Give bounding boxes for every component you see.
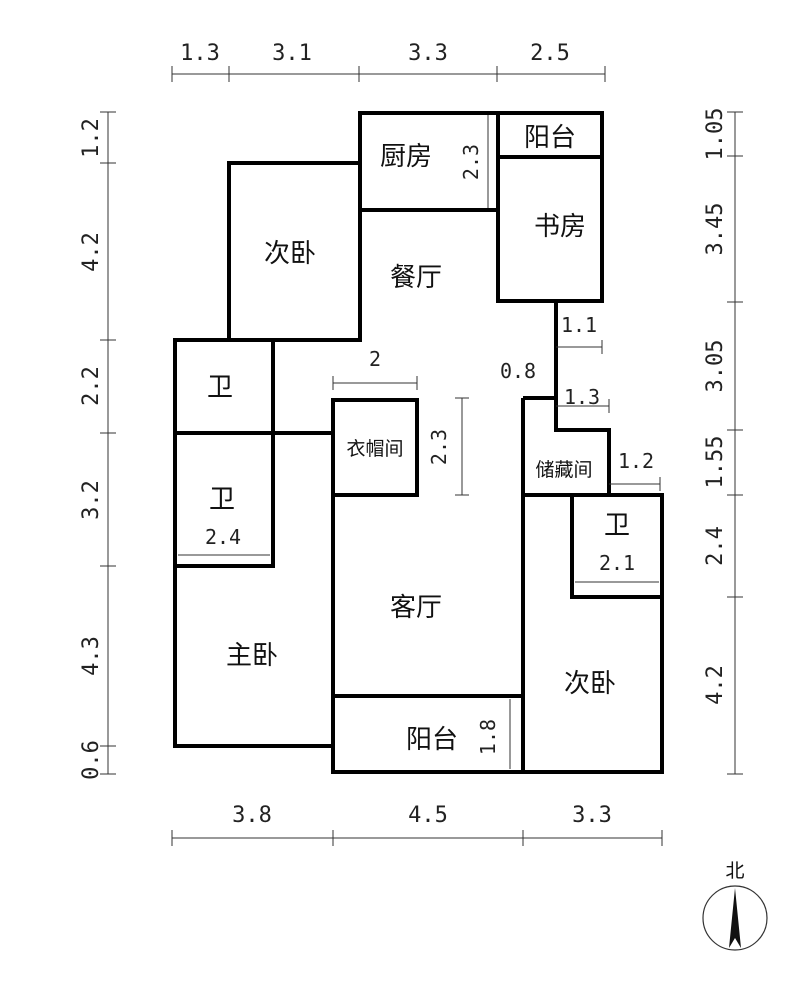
dim-right-2: 3.45 <box>703 203 728 256</box>
bath-right-label: 卫 <box>604 511 630 541</box>
study-wall <box>496 155 604 303</box>
dim-offset-0-8: 0.8 <box>500 359 536 383</box>
dim-kitchen-height: 2.3 <box>459 144 483 180</box>
room-labels: 厨房 阳台 书房 次卧 餐厅 卫 卫 衣帽间 储藏间 卫 主卧 客厅 次卧 阳台 <box>207 123 630 755</box>
dim-left-4: 3.2 <box>79 480 104 520</box>
dim-bottom-2: 4.5 <box>408 803 448 828</box>
kitchen-label: 厨房 <box>380 142 432 172</box>
living-room-wall <box>331 398 525 774</box>
living-room-label: 客厅 <box>390 593 442 623</box>
dim-top-3: 3.3 <box>408 41 448 66</box>
master-bedroom-label: 主卧 <box>226 641 278 671</box>
dim-bath-lower-width: 2.4 <box>205 525 241 549</box>
dim-corridor-width: 2 <box>369 347 381 371</box>
left-dimension-line: 1.2 4.2 2.2 3.2 4.3 0.6 <box>79 111 116 780</box>
bath-lower-label: 卫 <box>209 485 235 515</box>
top-dimension-line: 1.3 3.1 3.3 2.5 <box>171 41 606 82</box>
dim-right-4: 1.55 <box>703 436 728 489</box>
dim-left-1: 1.2 <box>79 118 104 158</box>
balcony-bottom-label: 阳台 <box>406 725 458 755</box>
second-bedroom-top-wall <box>227 161 362 342</box>
dim-bottom-3: 3.3 <box>572 803 612 828</box>
master-bedroom-wall <box>173 433 335 748</box>
dim-balcony-bottom-height: 1.8 <box>476 719 500 755</box>
right-outer-wall <box>523 302 558 400</box>
bath-right-wall <box>570 493 664 599</box>
compass: 北 <box>702 860 768 951</box>
dim-right-3: 3.05 <box>703 340 728 393</box>
dim-offset-1-1: 1.1 <box>561 313 597 337</box>
dining-label: 餐厅 <box>390 263 442 293</box>
inner-dimensions: 2.3 2 2.3 0.8 1.1 1.3 1.2 2.4 2.1 1.8 <box>178 115 661 769</box>
dim-corridor-height: 2.3 <box>427 429 451 465</box>
second-bedroom-bottom-label: 次卧 <box>564 669 616 699</box>
storage-label: 储藏间 <box>535 459 592 481</box>
right-dimension-line: 1.05 3.45 3.05 1.55 2.4 4.2 <box>703 108 743 775</box>
dim-top-1: 1.3 <box>180 41 220 66</box>
dim-left-5: 4.3 <box>79 636 104 676</box>
dim-right-6: 4.2 <box>703 665 728 705</box>
dim-bottom-1: 3.8 <box>232 803 272 828</box>
dim-top-2: 3.1 <box>272 41 312 66</box>
walls <box>173 111 664 774</box>
dim-right-5: 2.4 <box>703 526 728 566</box>
dim-offset-1-3: 1.3 <box>564 385 600 409</box>
dim-left-2: 4.2 <box>79 232 104 272</box>
compass-north-label: 北 <box>725 860 744 882</box>
dim-offset-1-2: 1.2 <box>618 449 654 473</box>
walkin-closet-wall <box>331 398 419 497</box>
walkin-closet-label: 衣帽间 <box>346 438 403 460</box>
second-bedroom-top-label: 次卧 <box>264 239 316 269</box>
north-arrow-icon <box>729 888 741 948</box>
dim-left-3: 2.2 <box>79 366 104 406</box>
dim-top-4: 2.5 <box>530 41 570 66</box>
bath-upper-label: 卫 <box>207 373 233 403</box>
dim-right-1: 1.05 <box>703 108 728 161</box>
bottom-dimension-line: 3.8 4.5 3.3 <box>171 803 663 846</box>
study-label: 书房 <box>534 212 586 242</box>
dim-left-6: 0.6 <box>79 740 104 780</box>
compass-circle <box>702 885 768 951</box>
dim-bath-right-width: 2.1 <box>599 551 635 575</box>
balcony-top-label: 阳台 <box>524 123 576 153</box>
bath-lower-wall <box>173 431 275 568</box>
